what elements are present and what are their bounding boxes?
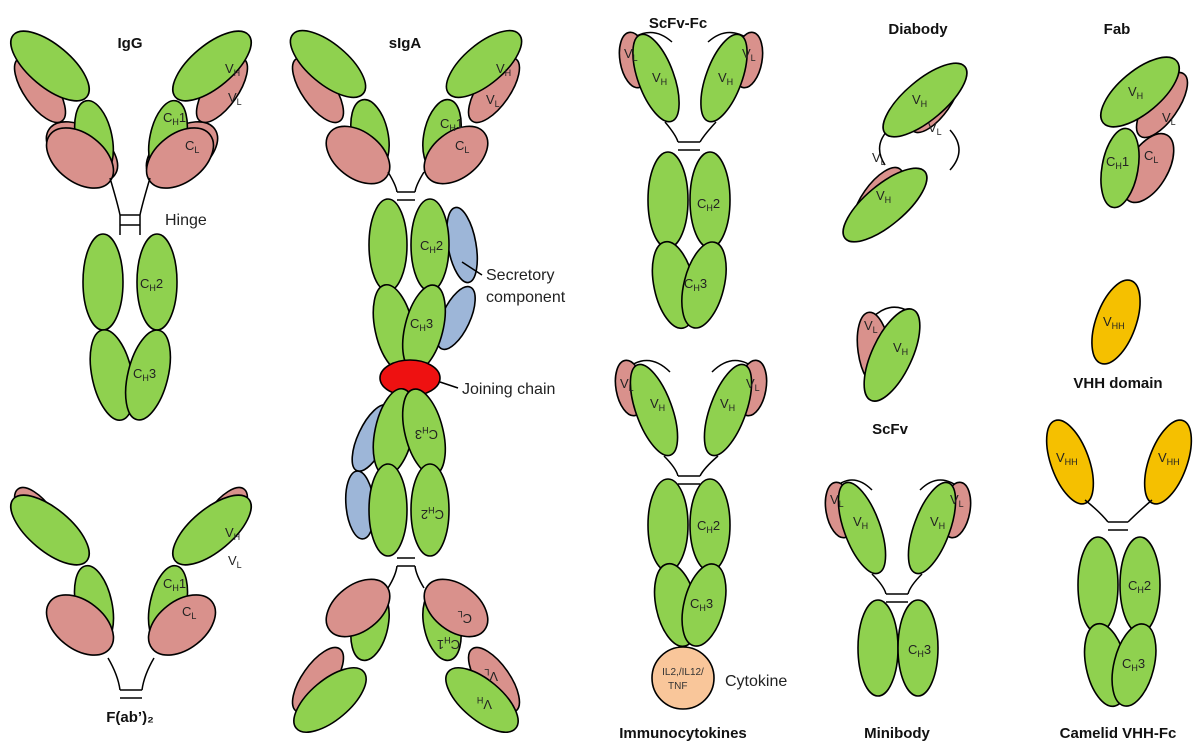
cytokine-circle bbox=[652, 647, 714, 709]
ch3-domain bbox=[898, 600, 938, 696]
scfv-fc-structure: ScFv-Fc VL VH VH VL CH2 CH3 bbox=[615, 15, 766, 333]
leader-line bbox=[440, 382, 458, 388]
fab-structure: Fab VH VL CH1 CL bbox=[1090, 21, 1197, 211]
cytokine-label: Cytokine bbox=[725, 673, 787, 690]
hinge-lines bbox=[872, 574, 922, 602]
scfv-structure: VL VH ScFv bbox=[853, 301, 932, 438]
vl-label: VL bbox=[872, 150, 886, 167]
vh-domain bbox=[162, 483, 263, 577]
hinge-lines bbox=[388, 558, 424, 588]
hinge-label: Hinge bbox=[165, 212, 207, 229]
cytokine-inner-line1: IL2,/IL12/ bbox=[662, 667, 704, 678]
ch2-domain bbox=[648, 152, 688, 248]
cytokine-inner-line2: TNF bbox=[668, 681, 687, 692]
siga-structure: sIgA VH VL CH1 CL CH2 CH3 CH3 CH2 bbox=[280, 19, 566, 743]
ch2-domain bbox=[690, 152, 730, 248]
hinge-lines bbox=[665, 122, 716, 150]
siga-title: sIgA bbox=[389, 35, 422, 52]
ch2-domain bbox=[1078, 537, 1118, 633]
ch2-domain bbox=[369, 199, 407, 291]
immunocytokines-title: Immunocytokines bbox=[619, 725, 747, 742]
camelid-vhh-fc-structure: VHH VHH CH2 CH3 Camelid VHH-Fc bbox=[1037, 414, 1201, 742]
hinge-lines bbox=[108, 658, 154, 698]
vl-label: VL bbox=[928, 120, 942, 137]
igg-title: IgG bbox=[118, 35, 143, 52]
diabody-structure: Diabody VH VL VL VH bbox=[832, 21, 977, 254]
fab2-title: F(ab’)₂ bbox=[106, 709, 154, 726]
ch2-domain bbox=[648, 479, 688, 571]
hinge-lines bbox=[388, 172, 424, 200]
vh-domain bbox=[0, 483, 100, 577]
joining-chain-label: Joining chain bbox=[462, 381, 555, 398]
vhh-domain-structure: VHH VHH domain bbox=[1073, 274, 1162, 392]
igg-structure: IgG Hinge VH VL CH1 CL CH2 CH3 bbox=[0, 19, 262, 424]
diabody-title: Diabody bbox=[888, 21, 948, 38]
fab-title: Fab bbox=[1104, 21, 1131, 38]
secretory-label: Secretory bbox=[486, 267, 554, 284]
ch2-domain bbox=[369, 464, 407, 556]
vhh-domain-title: VHH domain bbox=[1073, 375, 1162, 392]
scfv-fc-title: ScFv-Fc bbox=[649, 15, 707, 32]
hinge-lines bbox=[110, 178, 150, 235]
vl-label: VL bbox=[228, 553, 242, 570]
immunocytokine-structure: VL VH VH VL CH2 CH3 IL2,/IL12/ TNF Cytok… bbox=[611, 358, 787, 742]
ch2-domain bbox=[83, 234, 123, 330]
scfv-title: ScFv bbox=[872, 421, 909, 438]
fab2-structure: VH VL CH1 CL F(ab’)₂ bbox=[0, 480, 262, 726]
hinge-lines bbox=[1085, 500, 1152, 530]
minibody-title: Minibody bbox=[864, 725, 930, 742]
camelid-title: Camelid VHH-Fc bbox=[1060, 725, 1177, 742]
minibody-structure: VL VH VH VL CH3 Minibody bbox=[821, 477, 974, 742]
component-label: component bbox=[486, 289, 566, 306]
ch3-domain bbox=[858, 600, 898, 696]
